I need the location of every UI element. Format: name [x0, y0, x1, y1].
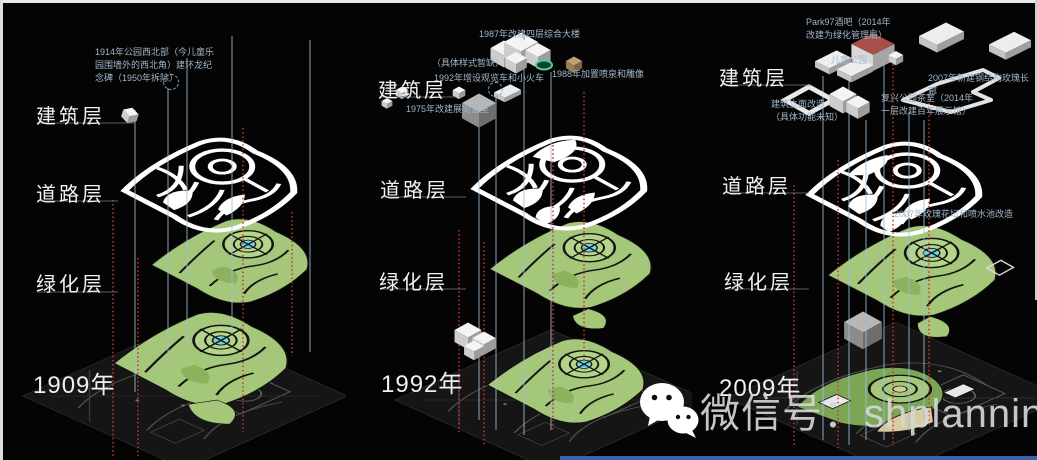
guide-lines — [112, 36, 311, 458]
greenery-layer-lower — [107, 302, 315, 425]
layer-label-road: 道路层 — [36, 184, 105, 206]
bottom-blue-bar — [560, 456, 1037, 460]
dashed-circle-marker — [488, 82, 503, 97]
year-label: 1992年 — [381, 371, 464, 398]
panel-2009: 建筑层 道路层 绿化层 2009年 Park97酒吧（2014年 改建为绿化管理… — [691, 0, 1037, 460]
annotation-facade: 建筑立面改造 （具体功能未知） — [771, 99, 844, 122]
building-frame — [780, 84, 838, 116]
road-layer-graphic — [467, 129, 668, 240]
dashed-circle-marker — [163, 74, 179, 90]
building-cube-1914-monument — [119, 105, 141, 126]
panel-1992: 建筑层 道路层 绿化层 1992年 1987年改建四层综合大楼 （具体样式暂缺）… — [346, 0, 692, 460]
annotation-park97: Park97酒吧（2014年 改建为绿化管理局） — [806, 17, 891, 40]
panel-1909-graphic — [21, 36, 346, 460]
guide-lines — [458, 62, 585, 446]
annotation-tea-house: 复兴公园茶室（2014年 一层改建百年展示馆） — [881, 93, 974, 116]
layer-label-road: 道路层 — [380, 180, 449, 202]
annotation-rose-bed: 2007年玫瑰花坛和喷水池改造 — [894, 209, 1014, 219]
layer-label-road: 道路层 — [722, 176, 791, 198]
canvas-border-top — [0, 0, 1037, 3]
layer-label-green: 绿化层 — [724, 272, 793, 294]
annotation-children-park: 儿童公园 — [831, 55, 868, 65]
canvas-border-left — [0, 0, 3, 460]
panel-2009-graphic — [721, 22, 1037, 460]
greenery-layer — [821, 215, 1023, 338]
year-label: 1909年 — [33, 372, 116, 399]
base-aerial-layer — [726, 321, 1037, 460]
panel-1992-graphic — [380, 30, 692, 460]
wechat-icon — [640, 383, 699, 438]
layer-label-building: 建筑层 — [36, 106, 105, 128]
annotation-rose-corridor: 2007年新建钢结构玫瑰长廊 — [928, 73, 1030, 96]
layer-label-green: 绿化层 — [379, 272, 448, 294]
layer-label-building: 建筑层 — [719, 68, 788, 90]
annotation-monument: 1914年公园西北部（今儿童乐 园围墙外的西北角）建环龙纪 念碑（1950年拆除… — [95, 47, 215, 83]
layer-label-green: 绿化层 — [36, 274, 105, 296]
canvas-border-right — [1035, 0, 1037, 300]
annotation-greenhouse-1975: 1975年改建展览温室 — [406, 104, 490, 114]
annotation-style-note: （具体样式暂缺） — [432, 58, 505, 68]
year-label: 2009年 — [719, 375, 802, 402]
fountain-marker-1988 — [535, 59, 553, 71]
guide-lines — [793, 58, 930, 448]
watermark: 微信号：shplanning — [638, 380, 1037, 440]
annotation-fountain-1988: 1988年加置喷泉和雕像 — [552, 69, 645, 79]
greenery-layer-upper — [483, 212, 677, 329]
watermark-text: 微信号：shplanning — [700, 392, 1037, 436]
road-layer-graphic — [802, 135, 1003, 246]
panel-1909: 建筑层 道路层 绿化层 1909年 1914年公园西北部（今儿童乐 园围墙外的西… — [0, 0, 346, 460]
annotation-rides-1992: 1992年增设观览车和小火车 — [434, 73, 545, 83]
annotation-building-1987: 1987年改建四层综合大楼 — [479, 29, 581, 39]
bottom-building-cluster — [454, 322, 496, 361]
layer-label-building: 建筑层 — [378, 80, 447, 102]
building-rose-corridor — [901, 68, 1001, 114]
